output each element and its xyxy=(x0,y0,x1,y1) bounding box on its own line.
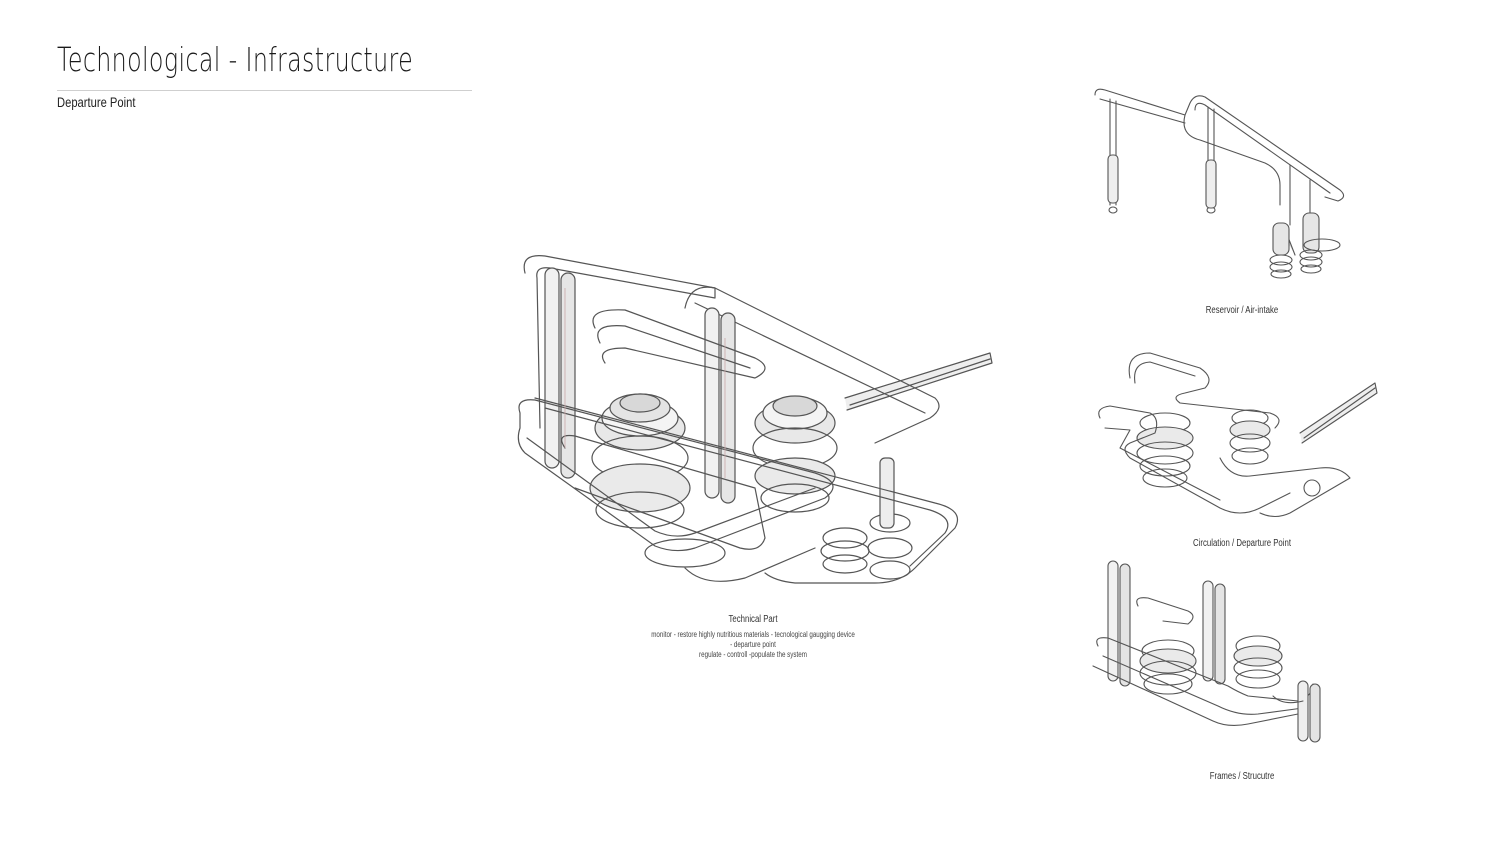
technical-part-caption-line-3: regulate - controll -populate the system xyxy=(699,650,807,659)
technical-part-caption-line-2: - departure point xyxy=(730,640,776,649)
technical-part-drawing xyxy=(517,255,993,584)
reservoir-caption: Reservoir / Air-intake xyxy=(1205,305,1279,316)
page-subtitle: Departure Point xyxy=(57,94,136,110)
frames-caption: Frames / Strucutre xyxy=(1209,771,1275,782)
circulation-caption: Circulation / Departure Point xyxy=(1193,538,1291,549)
technical-part-caption-line-1: monitor - restore highly nutritious mate… xyxy=(651,630,855,639)
reservoir-air-intake-drawing xyxy=(1094,88,1345,279)
page-title: Technological - Infrastructure xyxy=(57,40,414,79)
title-divider xyxy=(57,90,472,91)
technical-part-caption-title: Technical Part xyxy=(728,614,778,625)
circulation-departure-drawing xyxy=(1098,352,1378,518)
frames-structure-drawing xyxy=(1092,560,1321,743)
